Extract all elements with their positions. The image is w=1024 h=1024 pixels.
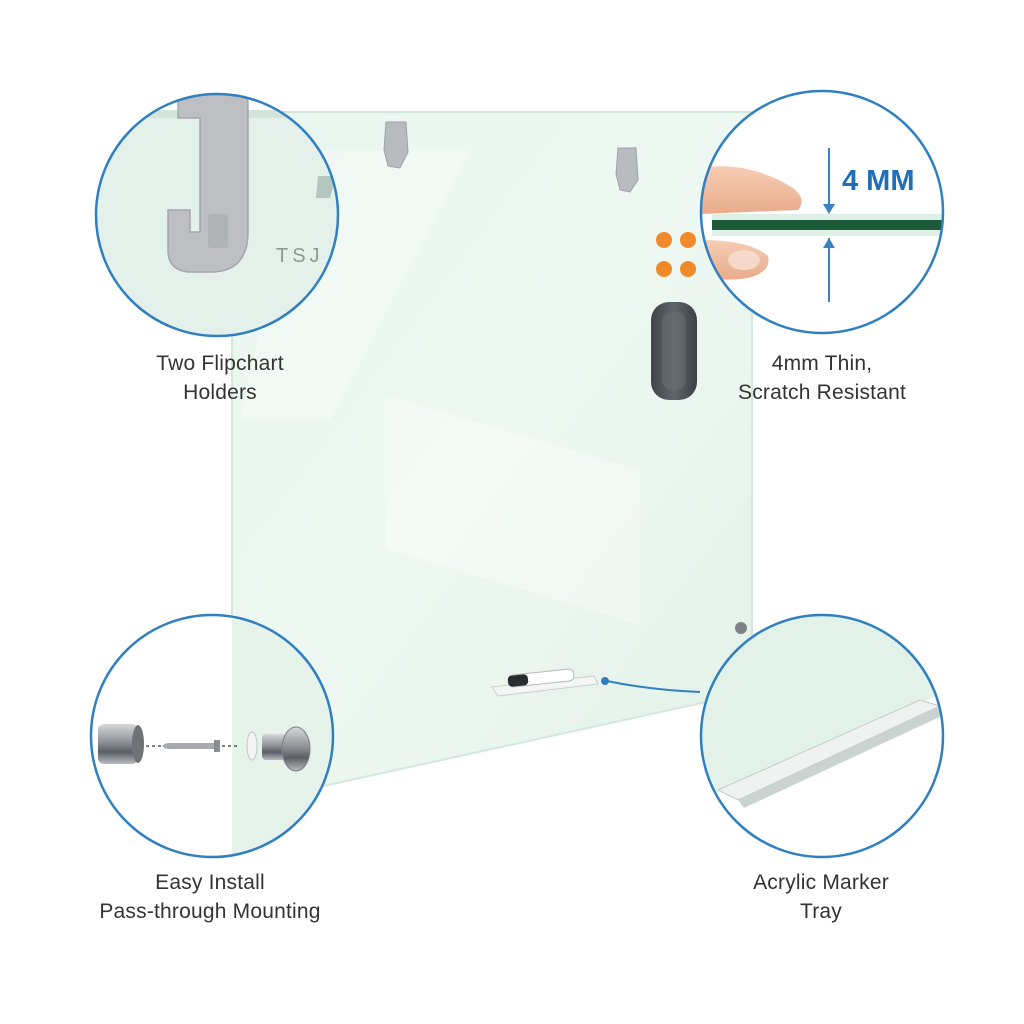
caption-line: Easy Install	[155, 871, 265, 894]
caption-line: Holders	[183, 381, 257, 404]
caption-line: Acrylic Marker	[753, 871, 889, 894]
thickness-label: 4 MM	[842, 165, 915, 197]
eraser	[651, 302, 697, 400]
caption-line: 4mm Thin,	[771, 352, 873, 375]
callout-mounting	[89, 613, 335, 859]
magnet	[656, 261, 672, 277]
magnet	[656, 232, 672, 248]
callout-flipchart-holders: TSJ	[94, 92, 340, 338]
caption-line: Tray	[799, 900, 843, 923]
caption-line: Pass-through Mounting	[99, 900, 321, 923]
caption-mounting: Easy Install Pass-through Mounting	[60, 868, 360, 926]
screw	[166, 743, 216, 749]
finger-top	[701, 166, 802, 214]
marker-tray	[491, 668, 599, 697]
brand-mark: TSJ	[276, 245, 324, 267]
caption-thickness: 4mm Thin, Scratch Resistant	[700, 349, 944, 407]
standoff-barrel	[98, 724, 138, 764]
callout-thickness: 4 MM	[699, 89, 945, 335]
magnet-set	[656, 232, 696, 277]
magnet	[680, 261, 696, 277]
caption-line: Scratch Resistant	[738, 381, 906, 404]
flipchart-hanger-left	[383, 121, 409, 169]
caption-marker-tray: Acrylic Marker Tray	[690, 868, 952, 926]
flipchart-hanger-right	[615, 147, 639, 193]
mounting-bolt	[735, 622, 747, 634]
washer	[246, 731, 258, 761]
glass-reflection	[385, 395, 640, 625]
magnet	[680, 232, 696, 248]
caption-line: Two Flipchart	[156, 352, 284, 375]
caption-flipchart-holders: Two Flipchart Holders	[100, 349, 340, 407]
callout-marker-tray	[699, 613, 945, 859]
callout-connector	[606, 680, 701, 693]
